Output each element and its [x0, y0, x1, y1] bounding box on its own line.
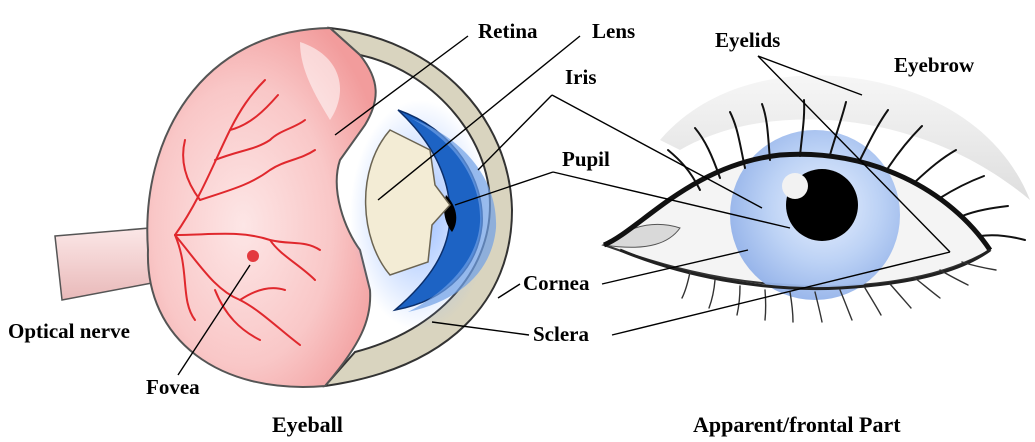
- label-retina: Retina: [478, 19, 538, 43]
- caption-eyeball: Eyeball: [272, 412, 343, 437]
- retina-shape: [147, 28, 375, 387]
- label-fovea: Fovea: [146, 375, 200, 399]
- label-lens: Lens: [592, 19, 635, 43]
- fovea-spot: [247, 250, 259, 262]
- label-iris: Iris: [565, 65, 597, 89]
- optic-nerve-shape: [55, 228, 152, 300]
- label-eyebrow: Eyebrow: [894, 53, 975, 77]
- label-sclera: Sclera: [533, 322, 589, 346]
- label-pupil: Pupil: [562, 147, 610, 171]
- caption-frontal-part: Apparent/frontal Part: [693, 412, 901, 437]
- label-optical-nerve: Optical nerve: [8, 319, 130, 343]
- pupil-highlight: [782, 173, 808, 199]
- label-cornea: Cornea: [523, 271, 590, 295]
- label-eyelids: Eyelids: [715, 28, 780, 52]
